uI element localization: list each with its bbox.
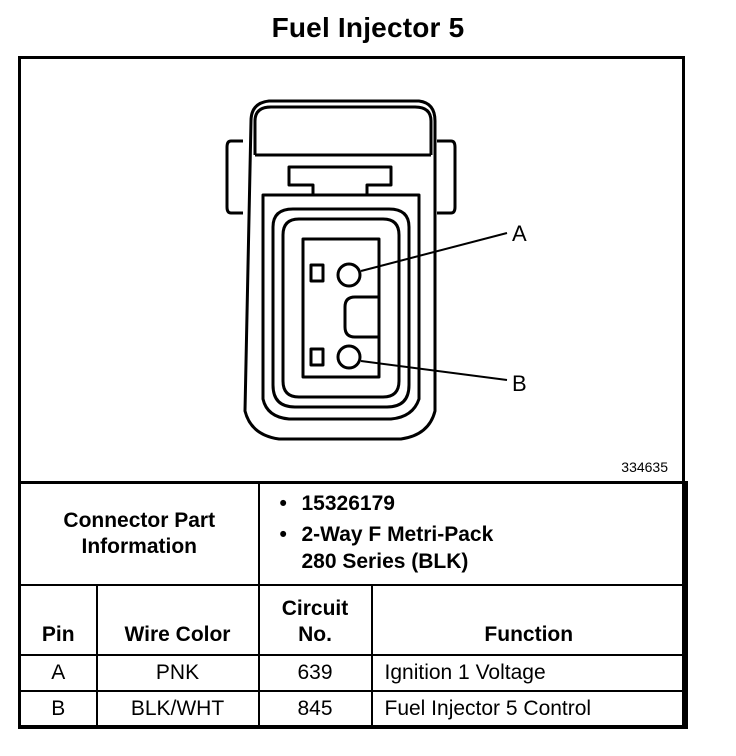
header-function: Function <box>370 584 688 656</box>
key-slot-top <box>309 263 325 283</box>
part-number: 15326179 <box>301 492 395 515</box>
table-row: A PNK 639 Ignition 1 Voltage <box>18 654 688 692</box>
diagram-title: Fuel Injector 5 <box>271 12 465 43</box>
pin-b-label: B <box>512 371 527 396</box>
pin-cell: A <box>18 654 98 692</box>
connector-type: 2-Way F Metri-Pack 280 Series (BLK) <box>301 523 494 573</box>
pin-b-leader <box>360 360 508 381</box>
right-tab <box>437 139 457 215</box>
connector-table: Connector Part Information •15326179 •2-… <box>18 481 688 729</box>
connector-info-list: •15326179 •2-Way F Metri-Pack 280 Series… <box>257 481 688 586</box>
wire-color-cell: BLK/WHT <box>95 690 260 729</box>
connector-drawing: A B 334635 <box>21 59 682 481</box>
function-cell: Fuel Injector 5 Control <box>370 690 688 729</box>
wire-color-cell: PNK <box>95 654 260 692</box>
connector-illustration: A B <box>225 99 527 441</box>
figure-number: 334635 <box>621 459 668 475</box>
connector-inner-rim <box>271 207 411 409</box>
pin-a-label: A <box>512 221 527 246</box>
connector-housing <box>243 99 437 441</box>
circuit-cell: 639 <box>257 654 373 692</box>
header-pin: Pin <box>18 584 98 656</box>
connector-info-row: Connector Part Information •15326179 •2-… <box>18 481 688 586</box>
connector-inner-rim-2 <box>281 217 401 399</box>
circuit-cell: 845 <box>257 690 373 729</box>
center-key <box>343 295 379 339</box>
pin-a-leader <box>360 232 508 272</box>
header-wire-color: Wire Color <box>95 584 260 656</box>
list-item: •2-Way F Metri-Pack 280 Series (BLK) <box>279 523 494 573</box>
connector-info-label: Connector Part Information <box>18 481 260 586</box>
header-circuit: Circuit No. <box>257 584 373 656</box>
function-cell: Ignition 1 Voltage <box>370 654 688 692</box>
pin-a-cavity <box>336 262 362 288</box>
pin-cell: B <box>18 690 98 729</box>
left-tab <box>225 139 243 215</box>
list-item: •15326179 <box>279 492 395 515</box>
pin-b-cavity <box>336 344 362 370</box>
latch-ridge <box>287 165 393 197</box>
connector-frame: A B 334635 Connector Part Information •1… <box>18 56 688 729</box>
connector-face <box>261 193 421 421</box>
connector-latch <box>253 105 433 155</box>
key-slot-bottom <box>309 347 325 367</box>
table-row: B BLK/WHT 845 Fuel Injector 5 Control <box>18 690 688 729</box>
table-header-row: Pin Wire Color Circuit No. Function <box>18 584 688 656</box>
terminal-block <box>301 237 381 379</box>
